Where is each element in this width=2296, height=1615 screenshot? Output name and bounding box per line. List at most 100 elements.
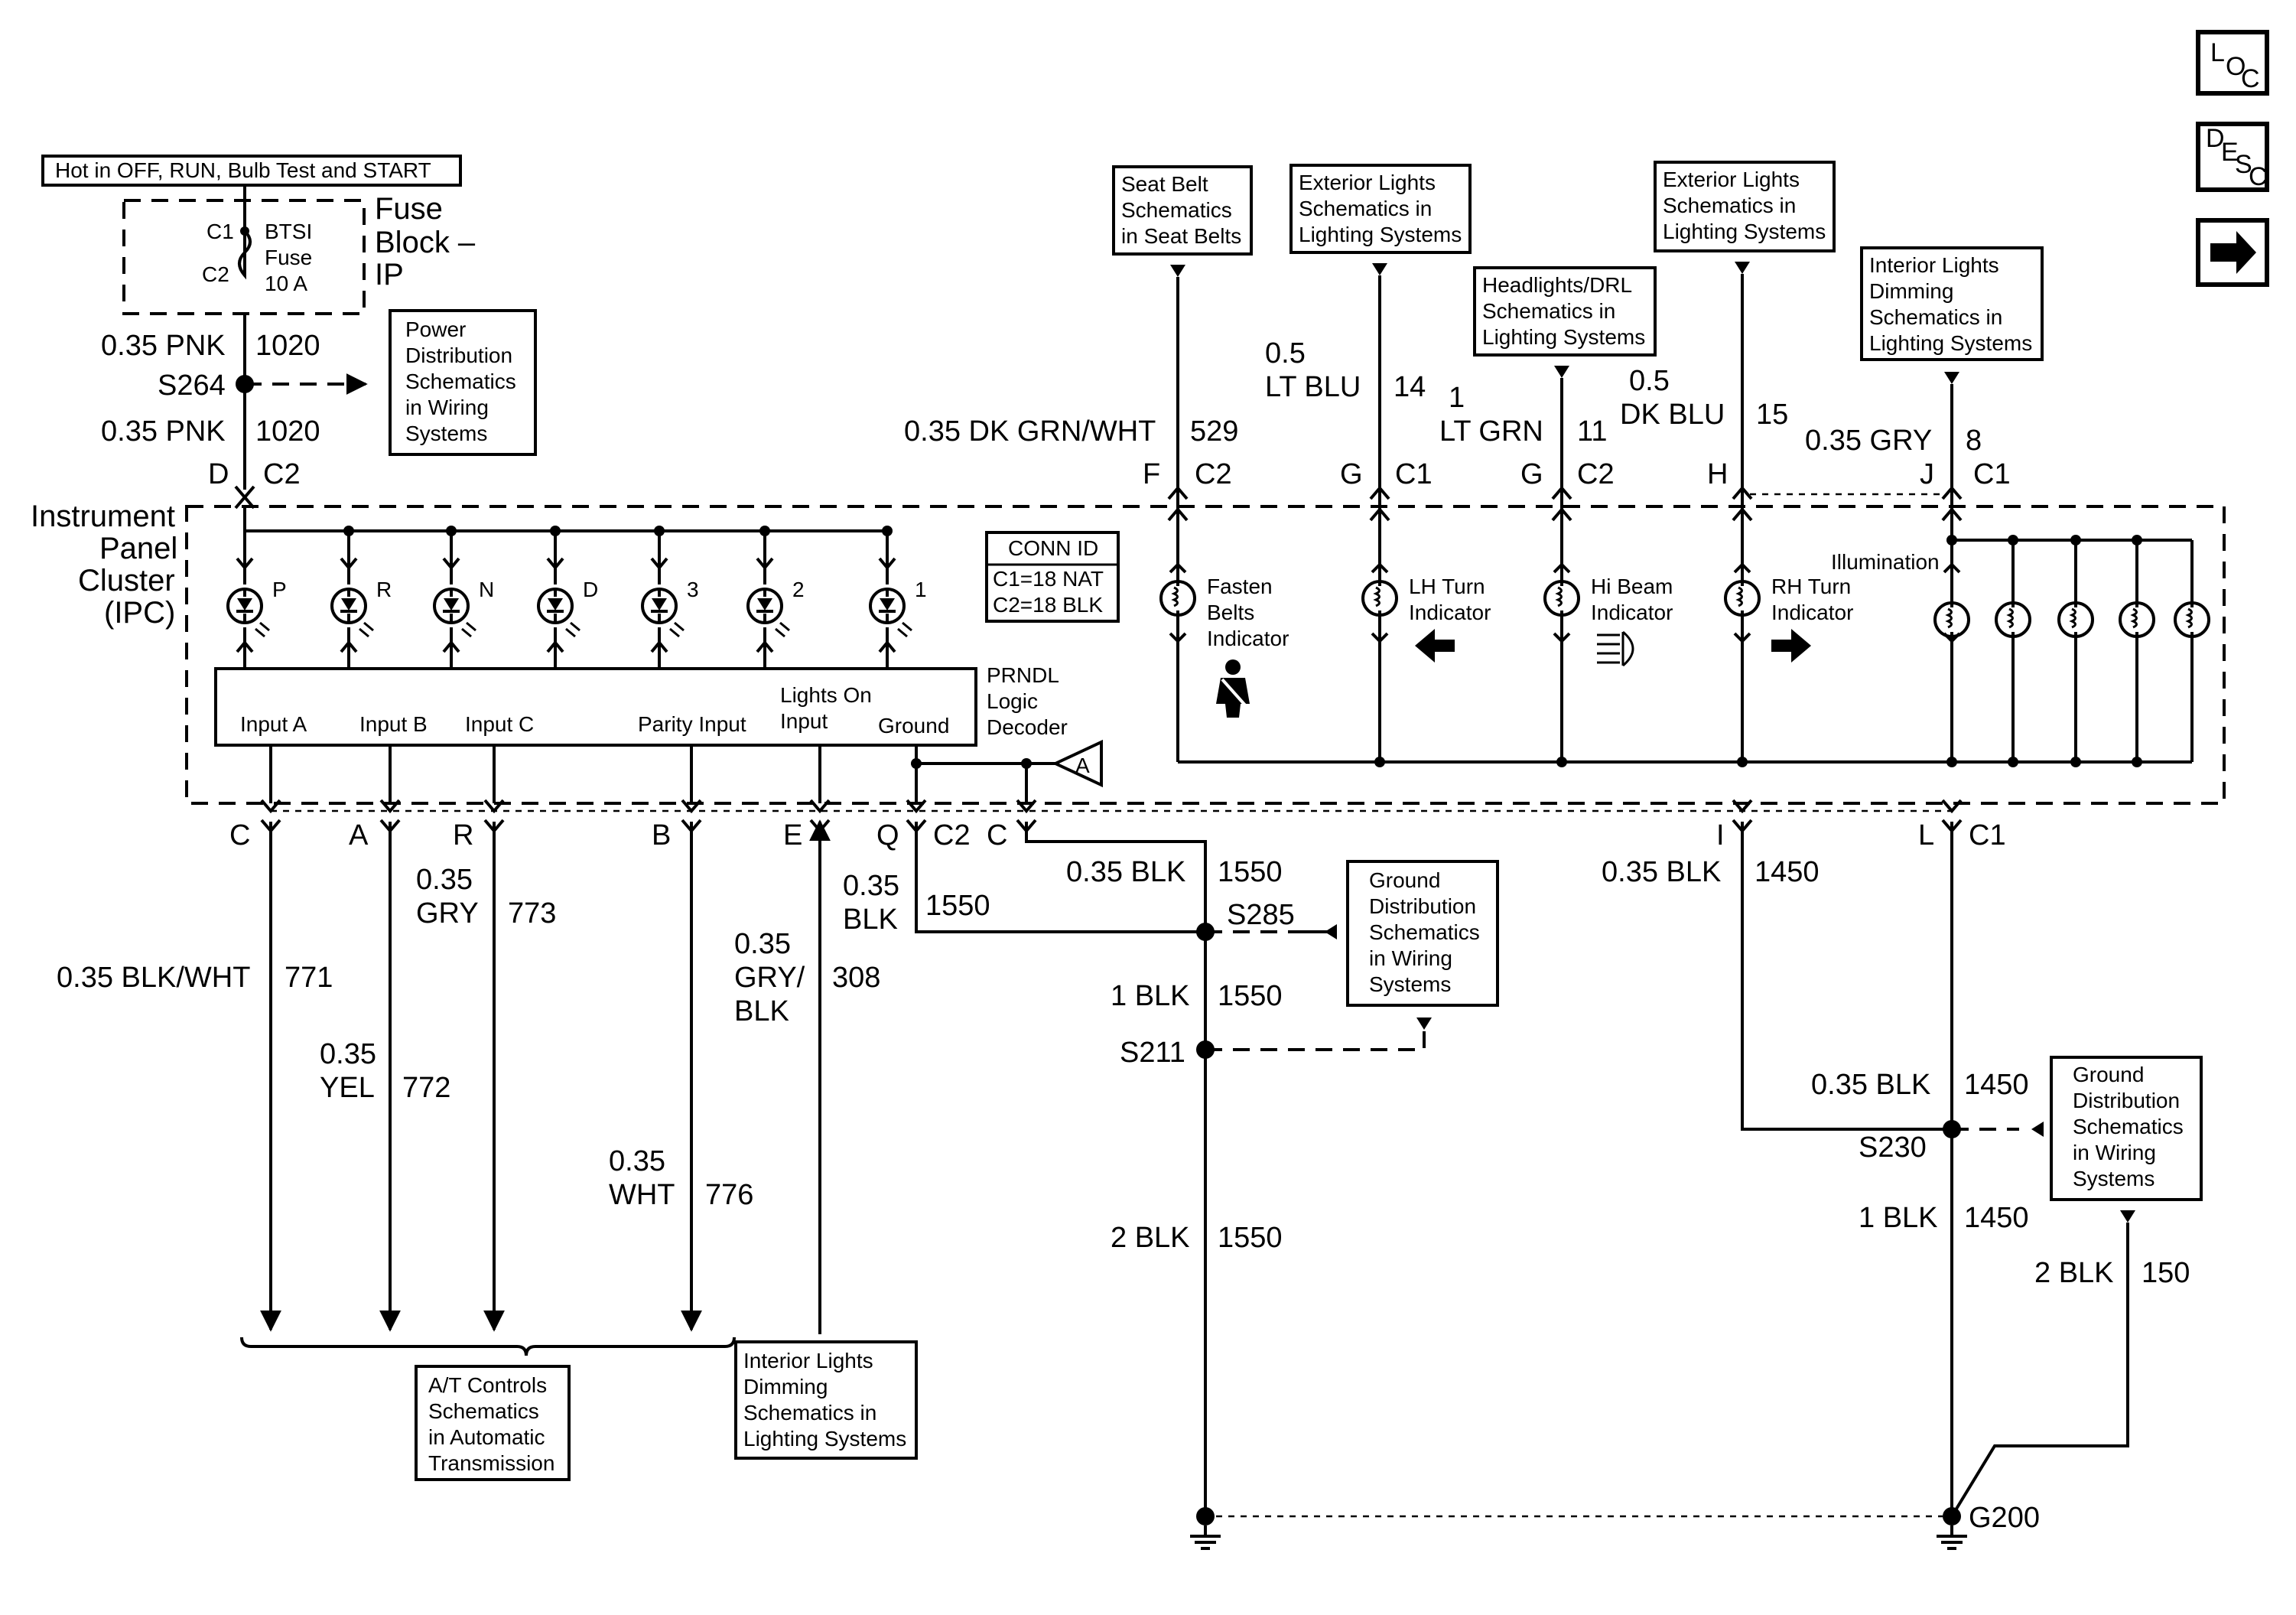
gnd2-ref-3: Schematics [2073, 1115, 2184, 1138]
loc-letter-o: O [2226, 52, 2246, 81]
ext2-ref-2: Schematics in [1663, 194, 1796, 217]
conn-c1-bottom: C1 [1969, 819, 2006, 851]
ext1-ref-2: Schematics in [1299, 197, 1432, 220]
conn-c2-left: C2 [263, 458, 301, 490]
exterior-lights-ref-rh[interactable] [1654, 161, 1836, 252]
fasten-label-1: Fasten [1207, 575, 1273, 598]
illumination-bulb [2174, 601, 2210, 638]
seat-belt-icon [1216, 659, 1250, 718]
ground-distribution-ref-1[interactable] [1346, 860, 1499, 1007]
pin-a: A [349, 819, 369, 851]
head-ref-2: Schematics in [1482, 299, 1615, 323]
gnd2-ref-1: Ground [2073, 1063, 2144, 1086]
prndl-led-P [226, 588, 271, 638]
decoder-ground: Ground [878, 714, 949, 737]
wire-308-color-1: GRY/ [734, 962, 805, 994]
prndl-led-label: D [583, 578, 598, 601]
dim-ref-2: Dimming [1869, 279, 1953, 303]
illumination-bulb [2119, 601, 2155, 638]
headlights-drl-ref[interactable] [1473, 266, 1657, 357]
conn-id-title: CONN ID [1008, 536, 1098, 560]
ext2-ref-3: Lighting Systems [1663, 220, 1826, 243]
ground-distribution-ref-2[interactable] [2050, 1056, 2203, 1201]
at-ref-2: Schematics [428, 1399, 539, 1423]
desc-letter-e: E [2221, 138, 2239, 167]
conn-id-c2: C2=18 BLK [993, 593, 1103, 617]
pin-l: L [1918, 819, 1934, 851]
prndl-led-label: R [376, 578, 392, 601]
wire-1550-a-color: 0.35 BLK [1066, 856, 1185, 888]
prndl-led-3 [641, 588, 685, 638]
wire-1020-top-color: 0.35 PNK [101, 330, 226, 362]
at-controls-ref[interactable] [415, 1365, 571, 1481]
desc-letter-s: S [2235, 150, 2252, 179]
head-ref-1: Headlights/DRL [1482, 273, 1632, 297]
hibeam-label-1: Hi Beam [1591, 575, 1673, 598]
pin-c: C [229, 819, 250, 851]
decoder-input-c: Input C [465, 712, 534, 736]
wire-772-gauge: 0.35 [320, 1038, 376, 1070]
pin-g-c2: G [1520, 458, 1543, 490]
prndl-led-label: 1 [915, 578, 927, 601]
interior-dimming-ref-bottom[interactable] [734, 1340, 918, 1460]
fuse-name: BTSI [265, 220, 312, 243]
pin-i: I [1716, 819, 1725, 851]
lh-label-2: Indicator [1409, 601, 1491, 624]
desc-button[interactable]: D E S C [2196, 122, 2269, 192]
ipc-outline [185, 505, 2226, 805]
callout-a-triangle [1052, 739, 1103, 788]
wire-15-color: DK BLU [1620, 399, 1725, 431]
decoder-label-2: Logic [987, 689, 1038, 713]
desc-letter-d: D [2206, 124, 2225, 153]
pin-d: D [208, 458, 229, 490]
loc-letter-l: L [2210, 38, 2225, 67]
wire-15-gauge: 0.5 [1629, 365, 1670, 397]
loc-button[interactable]: L O C [2196, 30, 2269, 96]
conn-c2-f: C2 [1195, 458, 1232, 490]
splice-s211-label: S211 [1120, 1037, 1185, 1069]
desc-letter-c: C [2249, 162, 2268, 191]
at-ref-1: A/T Controls [428, 1373, 547, 1397]
dim2-ref-1: Interior Lights [743, 1349, 873, 1372]
ext1-ref-3: Lighting Systems [1299, 223, 1462, 246]
prndl-led-label: 2 [792, 578, 805, 601]
wire-308-color-2: BLK [734, 995, 789, 1027]
conn-id-c1: C1=18 NAT [993, 567, 1104, 591]
ipc-title-4: (IPC) [104, 596, 175, 630]
gnd1-ref-4: in Wiring [1369, 946, 1452, 970]
wire-772-circuit: 772 [402, 1072, 450, 1104]
prndl-led-1 [869, 588, 913, 638]
decoder-input-a: Input A [240, 712, 307, 736]
rh-label-2: Indicator [1771, 601, 1853, 624]
next-page-button[interactable] [2196, 218, 2269, 287]
illumination-bulb [2057, 601, 2094, 638]
wire-1020-top-circuit: 1020 [255, 330, 320, 362]
exterior-lights-ref-lh[interactable] [1289, 164, 1472, 254]
wire-1450-c-color: 1 BLK [1859, 1202, 1938, 1234]
wire-529-circuit: 529 [1190, 415, 1238, 448]
gnd2-ref-5: Systems [2073, 1167, 2155, 1190]
power-ref-line-4: in Wiring [405, 396, 489, 419]
fasten-label-2: Belts [1207, 601, 1254, 624]
power-ref-line-2: Distribution [405, 344, 512, 367]
fuse-word: Fuse [265, 246, 312, 269]
seat-belt-ref[interactable] [1112, 165, 1253, 256]
wire-11-color: LT GRN [1439, 415, 1543, 448]
pin-f: F [1143, 458, 1160, 490]
ground-symbol-left [1190, 1525, 1221, 1550]
wire-308-gauge: 0.35 [734, 928, 791, 960]
dim-ref-4: Lighting Systems [1869, 331, 2032, 355]
splice-s285-label: S285 [1227, 899, 1295, 931]
interior-dimming-ref-top[interactable] [1860, 246, 2044, 361]
fuse-block-label-3: IP [375, 258, 404, 291]
power-distribution-ref[interactable] [389, 309, 537, 456]
wire-8-color: 0.35 GRY [1805, 425, 1932, 457]
wire-14-gauge: 0.5 [1265, 337, 1306, 370]
gnd1-ref-2: Distribution [1369, 894, 1476, 918]
gnd2-ref-4: in Wiring [2073, 1141, 2156, 1164]
ground-g200-label: G200 [1969, 1502, 2040, 1534]
wire-771-circuit: 771 [285, 962, 333, 994]
wire-776-gauge: 0.35 [609, 1145, 665, 1177]
rh-turn-bulb [1724, 580, 1761, 617]
wire-q-gauge: 0.35 [843, 870, 899, 902]
